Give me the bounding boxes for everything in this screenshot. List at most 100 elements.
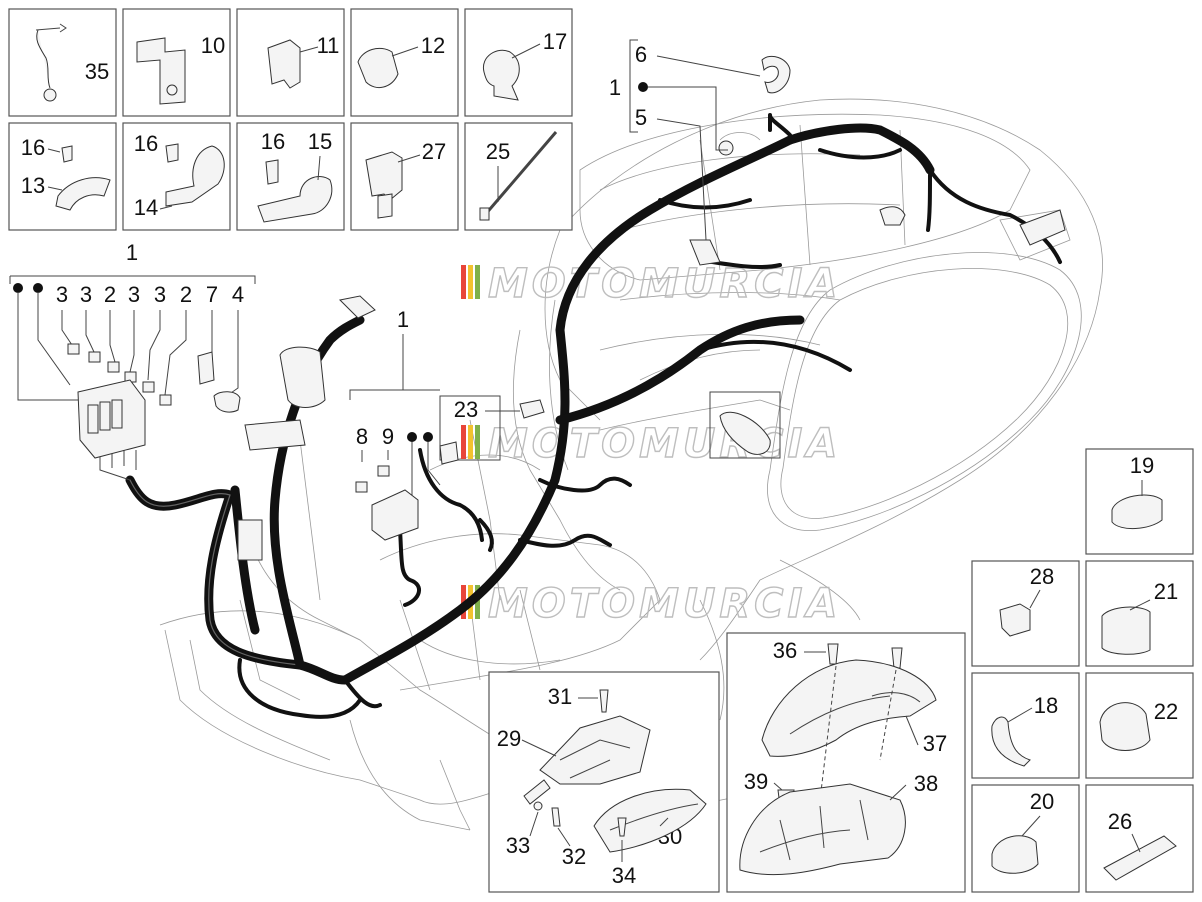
top-parts-grid: 35 10 11 12 17 16 13 16 14 16 15 [8,8,573,231]
label-23: 23 [454,397,478,422]
dot-marker [13,283,23,293]
cover-bracket [539,715,651,785]
group-top-right: 6 1 5 [609,39,791,241]
label-16: 16 [21,135,45,160]
label-13: 13 [21,173,45,198]
main-wiring-harness [99,113,1062,719]
label-16: 16 [134,131,158,156]
label-8: 8 [356,424,368,449]
fuse [142,381,155,393]
label-3: 3 [80,282,92,307]
label-14: 14 [134,195,158,220]
label-10: 10 [201,33,225,58]
relay-clip [197,351,215,385]
hose-clamp-icon [1111,494,1163,529]
detail-cover-right: 36 37 39 38 [726,632,966,893]
fuse [159,394,172,406]
bolt-icon [61,145,73,163]
label-2: 2 [180,282,192,307]
label-1: 1 [609,75,621,100]
connector [519,399,545,419]
watermark-text: MOTOMURCIA [488,581,841,627]
watermark-stripe [475,265,480,299]
body-parts [237,140,1066,561]
label-12: 12 [421,33,445,58]
clamp-icon [357,47,399,89]
label-20: 20 [1030,789,1054,814]
label-22: 22 [1154,699,1178,724]
clip-icon [999,603,1031,637]
label-37: 37 [923,731,947,756]
fuse [107,361,120,373]
label-32: 32 [562,844,586,869]
label-6: 6 [635,42,647,67]
screw-icon [827,643,839,665]
label-3: 3 [56,282,68,307]
fuse [88,351,101,363]
screw-icon [617,817,627,837]
label-3: 3 [128,282,140,307]
box-35 [8,8,117,117]
cable-tie-icon [991,716,1031,767]
fuse [355,481,368,493]
label-5: 5 [635,105,647,130]
dot-marker [423,432,433,442]
watermark-middle: MOTOMURCIA [461,420,841,468]
scooter-body-outline [159,98,1103,831]
washer-icon [533,801,543,811]
label-9: 9 [382,424,394,449]
watermark-text: MOTOMURCIA [488,421,841,467]
cable-clip-icon [365,151,403,201]
bolt-icon [165,143,179,163]
relay-box [371,489,419,541]
watermark-stripe [475,585,480,619]
cable-guide-icon [1103,835,1177,881]
strap-clip-icon [165,145,225,207]
watermark-top: MOTOMURCIA [461,260,838,308]
label-33: 33 [506,833,530,858]
label-28: 28 [1030,564,1054,589]
clamp-strap-icon [482,49,520,101]
label-4: 4 [232,282,244,307]
clip-icon [267,39,301,89]
connector [439,441,459,465]
dot-marker [407,432,417,442]
bolt-icon [265,159,279,185]
watermark-stripe [468,425,473,459]
label-11: 11 [317,33,340,58]
fuse-slot [111,399,123,429]
fuse-slot [87,404,99,434]
fuse [67,343,80,355]
screw-icon [891,647,903,669]
clip-icon [1101,606,1151,655]
label-1: 1 [397,307,409,332]
watermark-bottom: MOTOMURCIA [461,580,841,628]
cable-tie-icon [479,207,490,221]
screw-icon [599,689,609,713]
connector-clip [689,239,721,266]
hose-clamp-icon [991,835,1039,874]
label-35: 35 [85,59,109,84]
right-parts-grid: 19 28 21 18 22 20 26 [971,448,1194,893]
dot-marker [33,283,43,293]
hose-clip [761,55,791,94]
clamp-part [213,391,241,413]
label-27: 27 [422,139,446,164]
dot-marker [638,82,648,92]
label-7: 7 [206,282,218,307]
fuse-slot [99,401,111,431]
ground-cable-icon [36,29,51,89]
label-34: 34 [612,863,636,888]
label-2: 2 [104,282,116,307]
label-15: 15 [308,129,332,154]
clip-icon [1099,702,1151,751]
box-26 [1085,784,1194,893]
label-31: 31 [548,684,572,709]
label-16: 16 [261,129,285,154]
label-19: 19 [1130,453,1154,478]
upper-cover [761,659,937,757]
watermark-stripe [461,265,466,299]
watermark-stripe [461,425,466,459]
label-18: 18 [1034,693,1058,718]
